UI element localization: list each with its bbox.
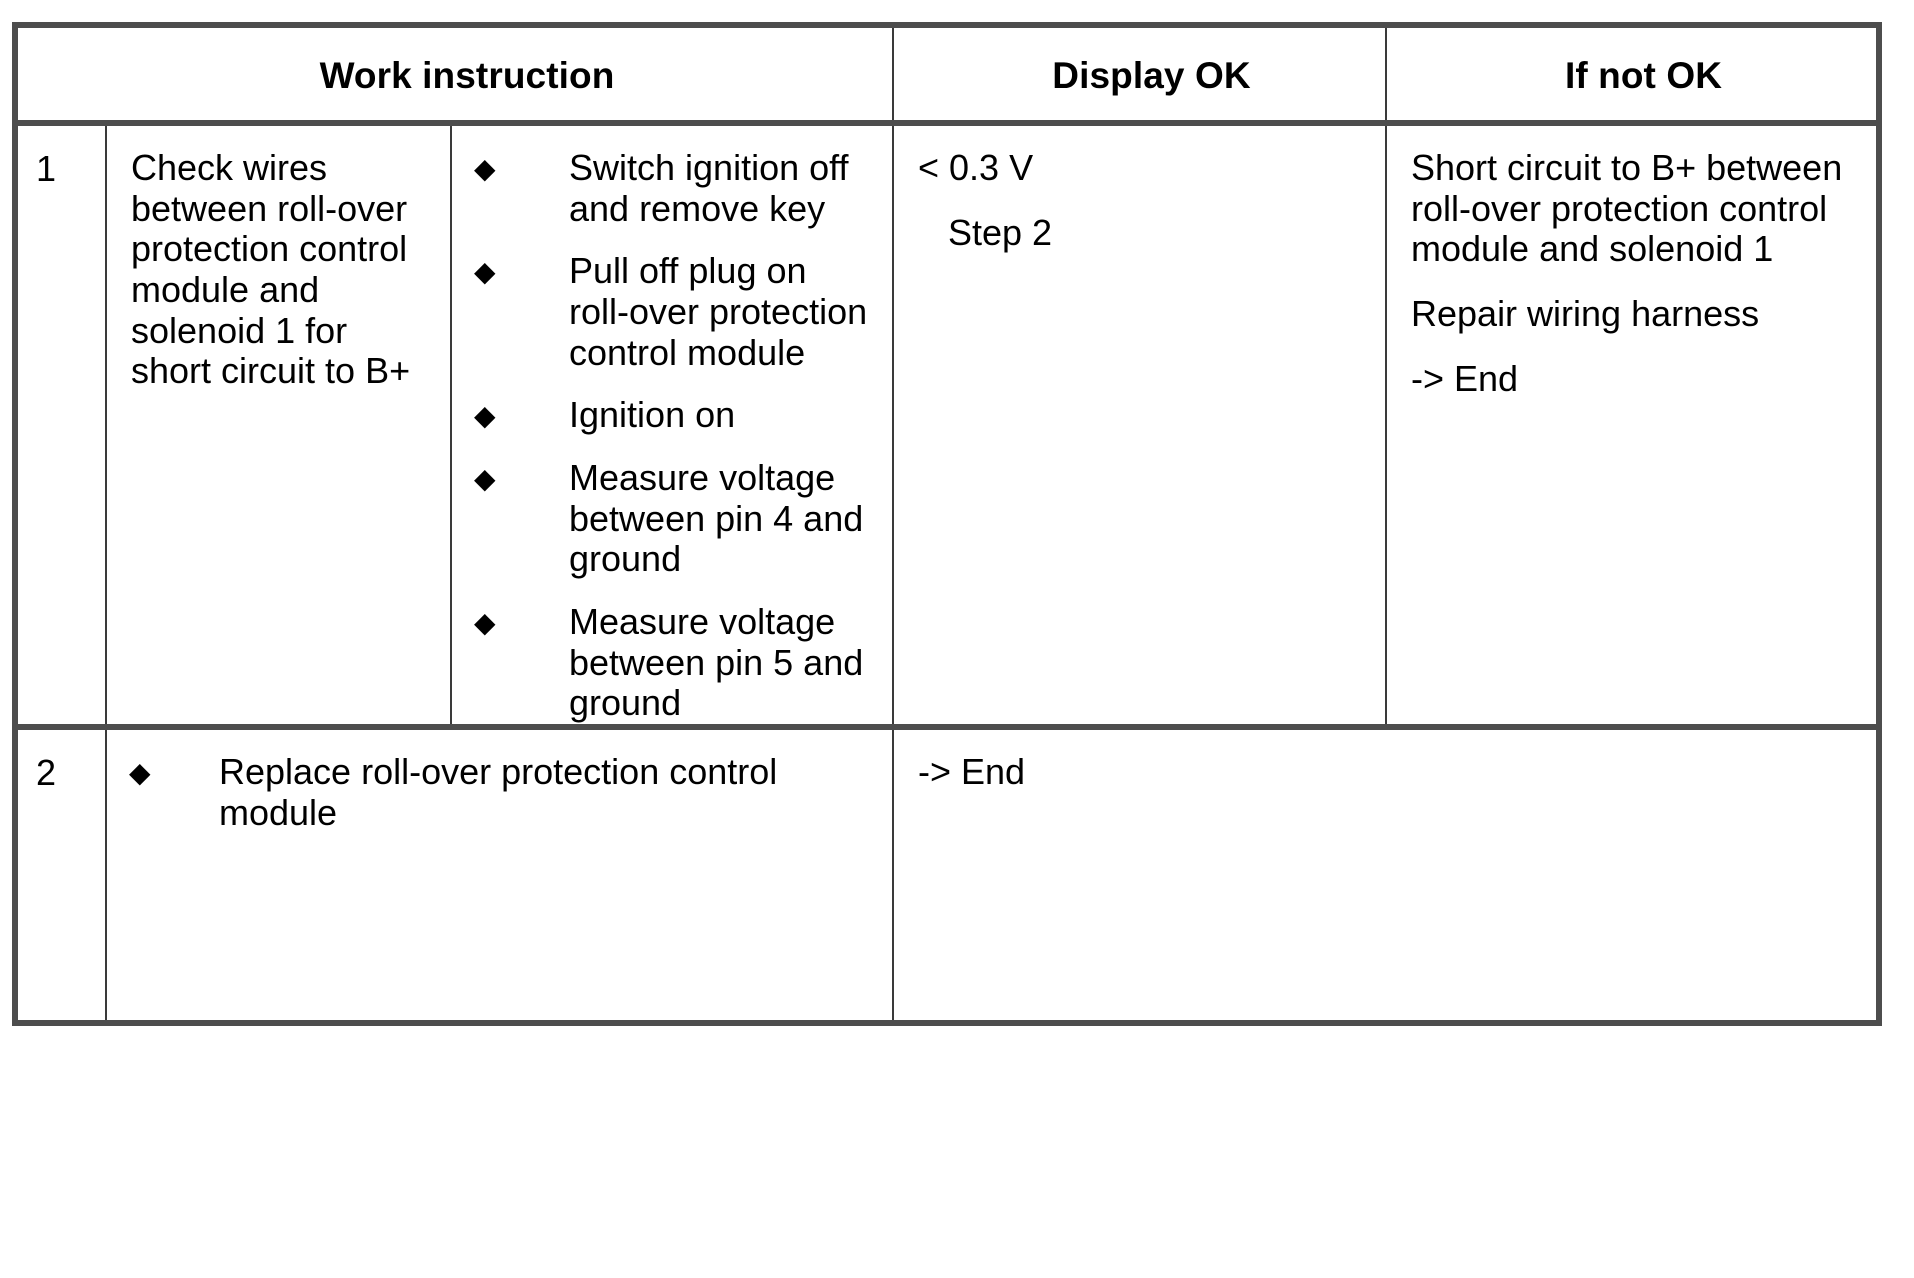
column-header-work-instruction: Work instruction [12, 22, 893, 123]
if-not-ok-end: -> End [1411, 357, 1519, 399]
result-content: -> End [894, 730, 1876, 793]
step-number: 2 [36, 752, 57, 794]
diamond-bullet-icon: ◆ [474, 463, 496, 495]
diamond-bullet-icon: ◆ [129, 757, 151, 789]
step-actions-list: ◆ Switch ignition off and remove key ◆ P… [452, 126, 892, 724]
list-item-label: Replace roll-over protection control mod… [219, 751, 778, 833]
diamond-bullet-icon: ◆ [474, 256, 496, 288]
list-item: ◆ Measure voltage between pin 4 and grou… [474, 457, 876, 580]
table-row: 2 ◆ Replace roll-over protection control… [12, 724, 1882, 1027]
list-item-label: Measure voltage between pin 5 and ground [569, 601, 864, 724]
step-actions-cell: ◆ Replace roll-over protection control m… [105, 724, 893, 1027]
list-item-label: Pull off plug on roll-over protection co… [569, 250, 868, 373]
result-end: -> End [918, 751, 1026, 793]
column-header-work-instruction-label: Work instruction [319, 55, 615, 96]
step-number-cell: 1 [12, 119, 106, 728]
step-actions-list: ◆ Replace roll-over protection control m… [107, 730, 892, 833]
list-item: ◆ Switch ignition off and remove key [474, 147, 876, 229]
list-item: ◆ Ignition on [474, 395, 876, 436]
step-number-cell: 2 [12, 724, 106, 1027]
step-description-cell: Check wires between roll-over protection… [105, 119, 451, 728]
step-number: 1 [36, 148, 57, 189]
if-not-ok-diagnosis: Short circuit to B+ between roll-over pr… [1411, 147, 1843, 270]
diamond-bullet-icon: ◆ [474, 400, 496, 432]
result-cell: -> End [892, 724, 1882, 1027]
column-header-if-not-ok: If not OK [1385, 22, 1882, 123]
if-not-ok-content: Short circuit to B+ between roll-over pr… [1387, 126, 1876, 399]
if-not-ok-cell: Short circuit to B+ between roll-over pr… [1385, 119, 1882, 728]
list-item: ◆ Replace roll-over protection control m… [129, 751, 876, 833]
display-ok-next-step: Step 2 [948, 211, 1053, 253]
list-item: ◆ Measure voltage between pin 5 and grou… [474, 601, 876, 724]
display-ok-value: < 0.3 V [918, 147, 1034, 188]
table-row: 1 Check wires between roll-over protecti… [12, 119, 1882, 728]
list-item-label: Measure voltage between pin 4 and ground [569, 457, 864, 580]
step-description: Check wires between roll-over protection… [131, 147, 411, 392]
display-ok-content: < 0.3 V Step 2 [894, 126, 1385, 253]
step-actions-cell: ◆ Switch ignition off and remove key ◆ P… [450, 119, 893, 728]
list-item-label: Switch ignition off and remove key [569, 147, 849, 229]
list-item-label: Ignition on [569, 394, 736, 436]
diamond-bullet-icon: ◆ [474, 607, 496, 639]
diamond-bullet-icon: ◆ [474, 153, 496, 184]
table-header-row: Work instruction Display OK If not OK [12, 22, 1882, 123]
work-instruction-table: Work instruction Display OK If not OK 1 … [12, 22, 1882, 1027]
display-ok-cell: < 0.3 V Step 2 [892, 119, 1386, 728]
column-header-display-ok: Display OK [892, 22, 1386, 123]
if-not-ok-remedy: Repair wiring harness [1411, 293, 1760, 335]
column-header-display-ok-label: Display OK [1052, 55, 1251, 96]
list-item: ◆ Pull off plug on roll-over protection … [474, 251, 876, 373]
column-header-if-not-ok-label: If not OK [1564, 55, 1723, 96]
